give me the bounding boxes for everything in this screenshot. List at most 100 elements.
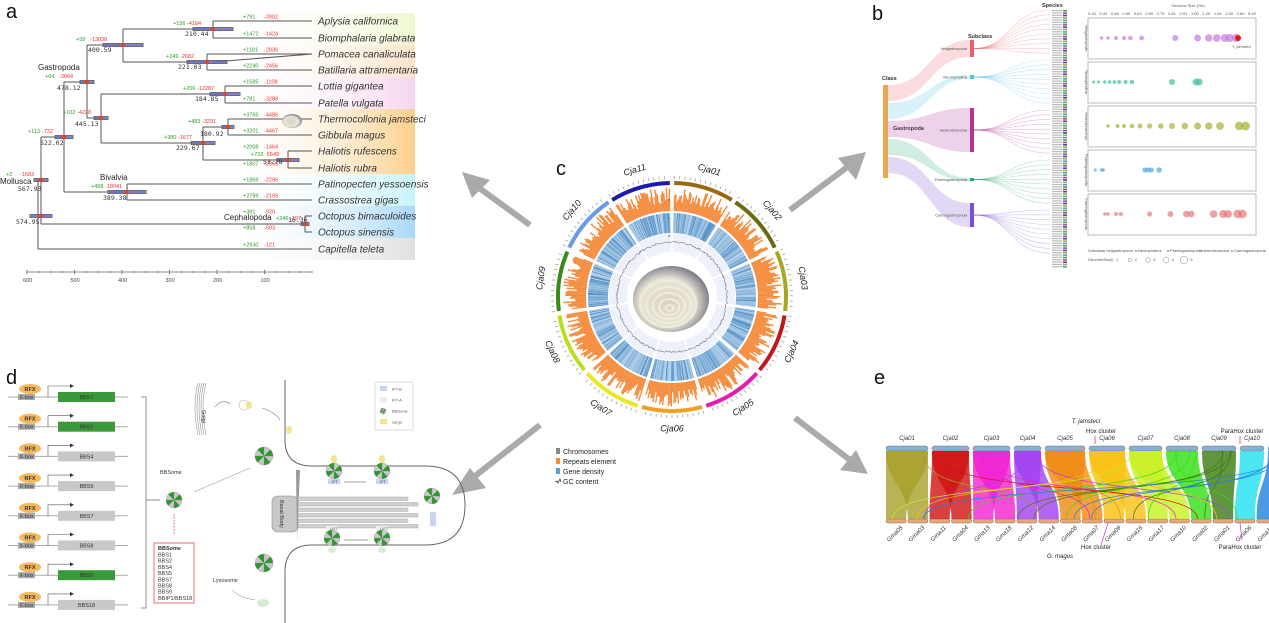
- gene-box: [58, 510, 115, 521]
- synteny-link: [922, 466, 1269, 520]
- repeat-density-bar: [600, 214, 616, 233]
- gene-density-bar: [590, 312, 611, 319]
- sankey-subclass-label: Patellogastropoda: [935, 177, 968, 182]
- gene-density-bar: [696, 219, 705, 239]
- repeat-density-bar: [610, 364, 620, 376]
- repeat-density-bar: [752, 260, 771, 269]
- repeat-density-bar: [600, 362, 618, 382]
- gene-density-bar: [622, 348, 635, 366]
- dotplot-facet: [1087, 17, 1257, 60]
- gene-density-bar: [730, 322, 750, 331]
- chromosome-tick: [781, 340, 785, 343]
- chromosome-tick: [576, 221, 580, 224]
- gene-density-bar: [588, 287, 609, 291]
- chromosome-tick: [558, 253, 562, 256]
- species-color-swatch: [1063, 216, 1067, 219]
- species-name-placeholder: [1052, 155, 1062, 157]
- species-name-placeholder: [1052, 235, 1062, 237]
- gene-density-bar: [714, 344, 729, 360]
- sankey-species-flow: [973, 129, 1051, 149]
- cargo: [286, 426, 292, 434]
- synteny-link: [967, 450, 1178, 520]
- gene-density-bar: [656, 359, 661, 380]
- gene-density-bar: [590, 277, 610, 283]
- species-color-swatch: [1063, 122, 1067, 125]
- clade-label: Cephalopoda: [224, 213, 272, 222]
- repeat-density-bar: [580, 242, 599, 254]
- species-color-swatch: [1063, 125, 1067, 127]
- gene-density-bar: [591, 271, 612, 278]
- gene-density-bar: [735, 302, 756, 305]
- gene-density-bar: [617, 345, 632, 362]
- repeat-density-bar: [677, 199, 680, 212]
- repeat-density-bar: [575, 299, 587, 302]
- gene-density-bar: [723, 246, 740, 259]
- legend-subclass-swatch: [1231, 250, 1233, 252]
- synteny-link: [916, 450, 1111, 520]
- genome-size-point: [1169, 123, 1175, 129]
- chromosome-tick: [784, 331, 788, 333]
- gene-density-bar: [699, 221, 709, 240]
- gene-density-bar: [588, 293, 609, 295]
- gene-density-bar: [628, 224, 640, 243]
- species-color-swatch: [1063, 21, 1067, 24]
- repeat-density-bar: [583, 253, 595, 260]
- gene-density-bar: [631, 222, 642, 241]
- repeat-density-bar: [681, 189, 686, 212]
- ift-particle: [430, 512, 436, 526]
- genome-size-point: [1117, 79, 1122, 85]
- gene-density-bar: [710, 229, 724, 247]
- dotplot-tick-label: 1.20: [1202, 11, 1211, 16]
- species-gain: +791: [243, 15, 255, 21]
- species-name-placeholder: [1052, 89, 1062, 92]
- gene-density-bar: [701, 222, 711, 241]
- species-name-placeholder: [1052, 101, 1062, 103]
- gene-density-bar: [639, 356, 648, 375]
- chromosome-tick: [716, 405, 719, 409]
- transport-arrow: [261, 407, 281, 421]
- gene-density-bar: [667, 360, 670, 381]
- gene-density-bar: [679, 213, 683, 234]
- node-gain: +732: [251, 152, 263, 158]
- genome-size-point: [1101, 168, 1105, 172]
- repeat-density-bar: [668, 188, 671, 212]
- gene-density-bar: [588, 289, 609, 293]
- gene-density-bar: [702, 223, 713, 242]
- repeat-density-bar: [653, 204, 657, 213]
- species-name-placeholder: [1052, 181, 1062, 183]
- species-color-swatch: [1063, 249, 1067, 252]
- chromosome-tick: [591, 206, 595, 209]
- bottom-chromosome-label: Gma17: [1148, 525, 1167, 544]
- synteny-link: [924, 450, 1027, 520]
- bottom-chromosome-label: Gma16: [1126, 525, 1145, 544]
- gene-density-bar: [619, 346, 633, 364]
- species-name-placeholder: [1052, 73, 1062, 75]
- species-loss: -121: [264, 243, 275, 249]
- repeat-density-bar: [736, 234, 746, 242]
- repeat-density-bar: [666, 382, 669, 395]
- synteny-link: [979, 450, 1177, 520]
- shell-whorl: [645, 286, 692, 324]
- sankey-species-flow: [973, 109, 1051, 131]
- gene-density-bar: [652, 215, 658, 235]
- bottom-chromosome: [1169, 518, 1190, 524]
- gene-density-bar: [599, 253, 618, 265]
- dotplot-tick-label: 0.63: [1134, 11, 1143, 16]
- gene-density-bar: [733, 315, 753, 323]
- species-name-placeholder: [1052, 233, 1062, 235]
- bottom-chromosome: [1060, 518, 1081, 524]
- species-name-placeholder: [1052, 127, 1062, 129]
- gene-density-bar: [735, 287, 756, 291]
- repeat-density-bar: [596, 357, 613, 374]
- gene-density-bar: [667, 213, 669, 234]
- gene-box: [58, 481, 115, 492]
- species-name-placeholder: [1052, 38, 1062, 40]
- gene-density-bar: [685, 214, 691, 235]
- shell-photo-small: [282, 114, 302, 128]
- repeat-density-bar: [637, 195, 646, 216]
- bottom-chromosome: [1016, 518, 1038, 524]
- species-color-swatch: [1063, 223, 1067, 226]
- species-name-placeholder: [1052, 35, 1062, 38]
- bbsome-subunit: [382, 408, 387, 412]
